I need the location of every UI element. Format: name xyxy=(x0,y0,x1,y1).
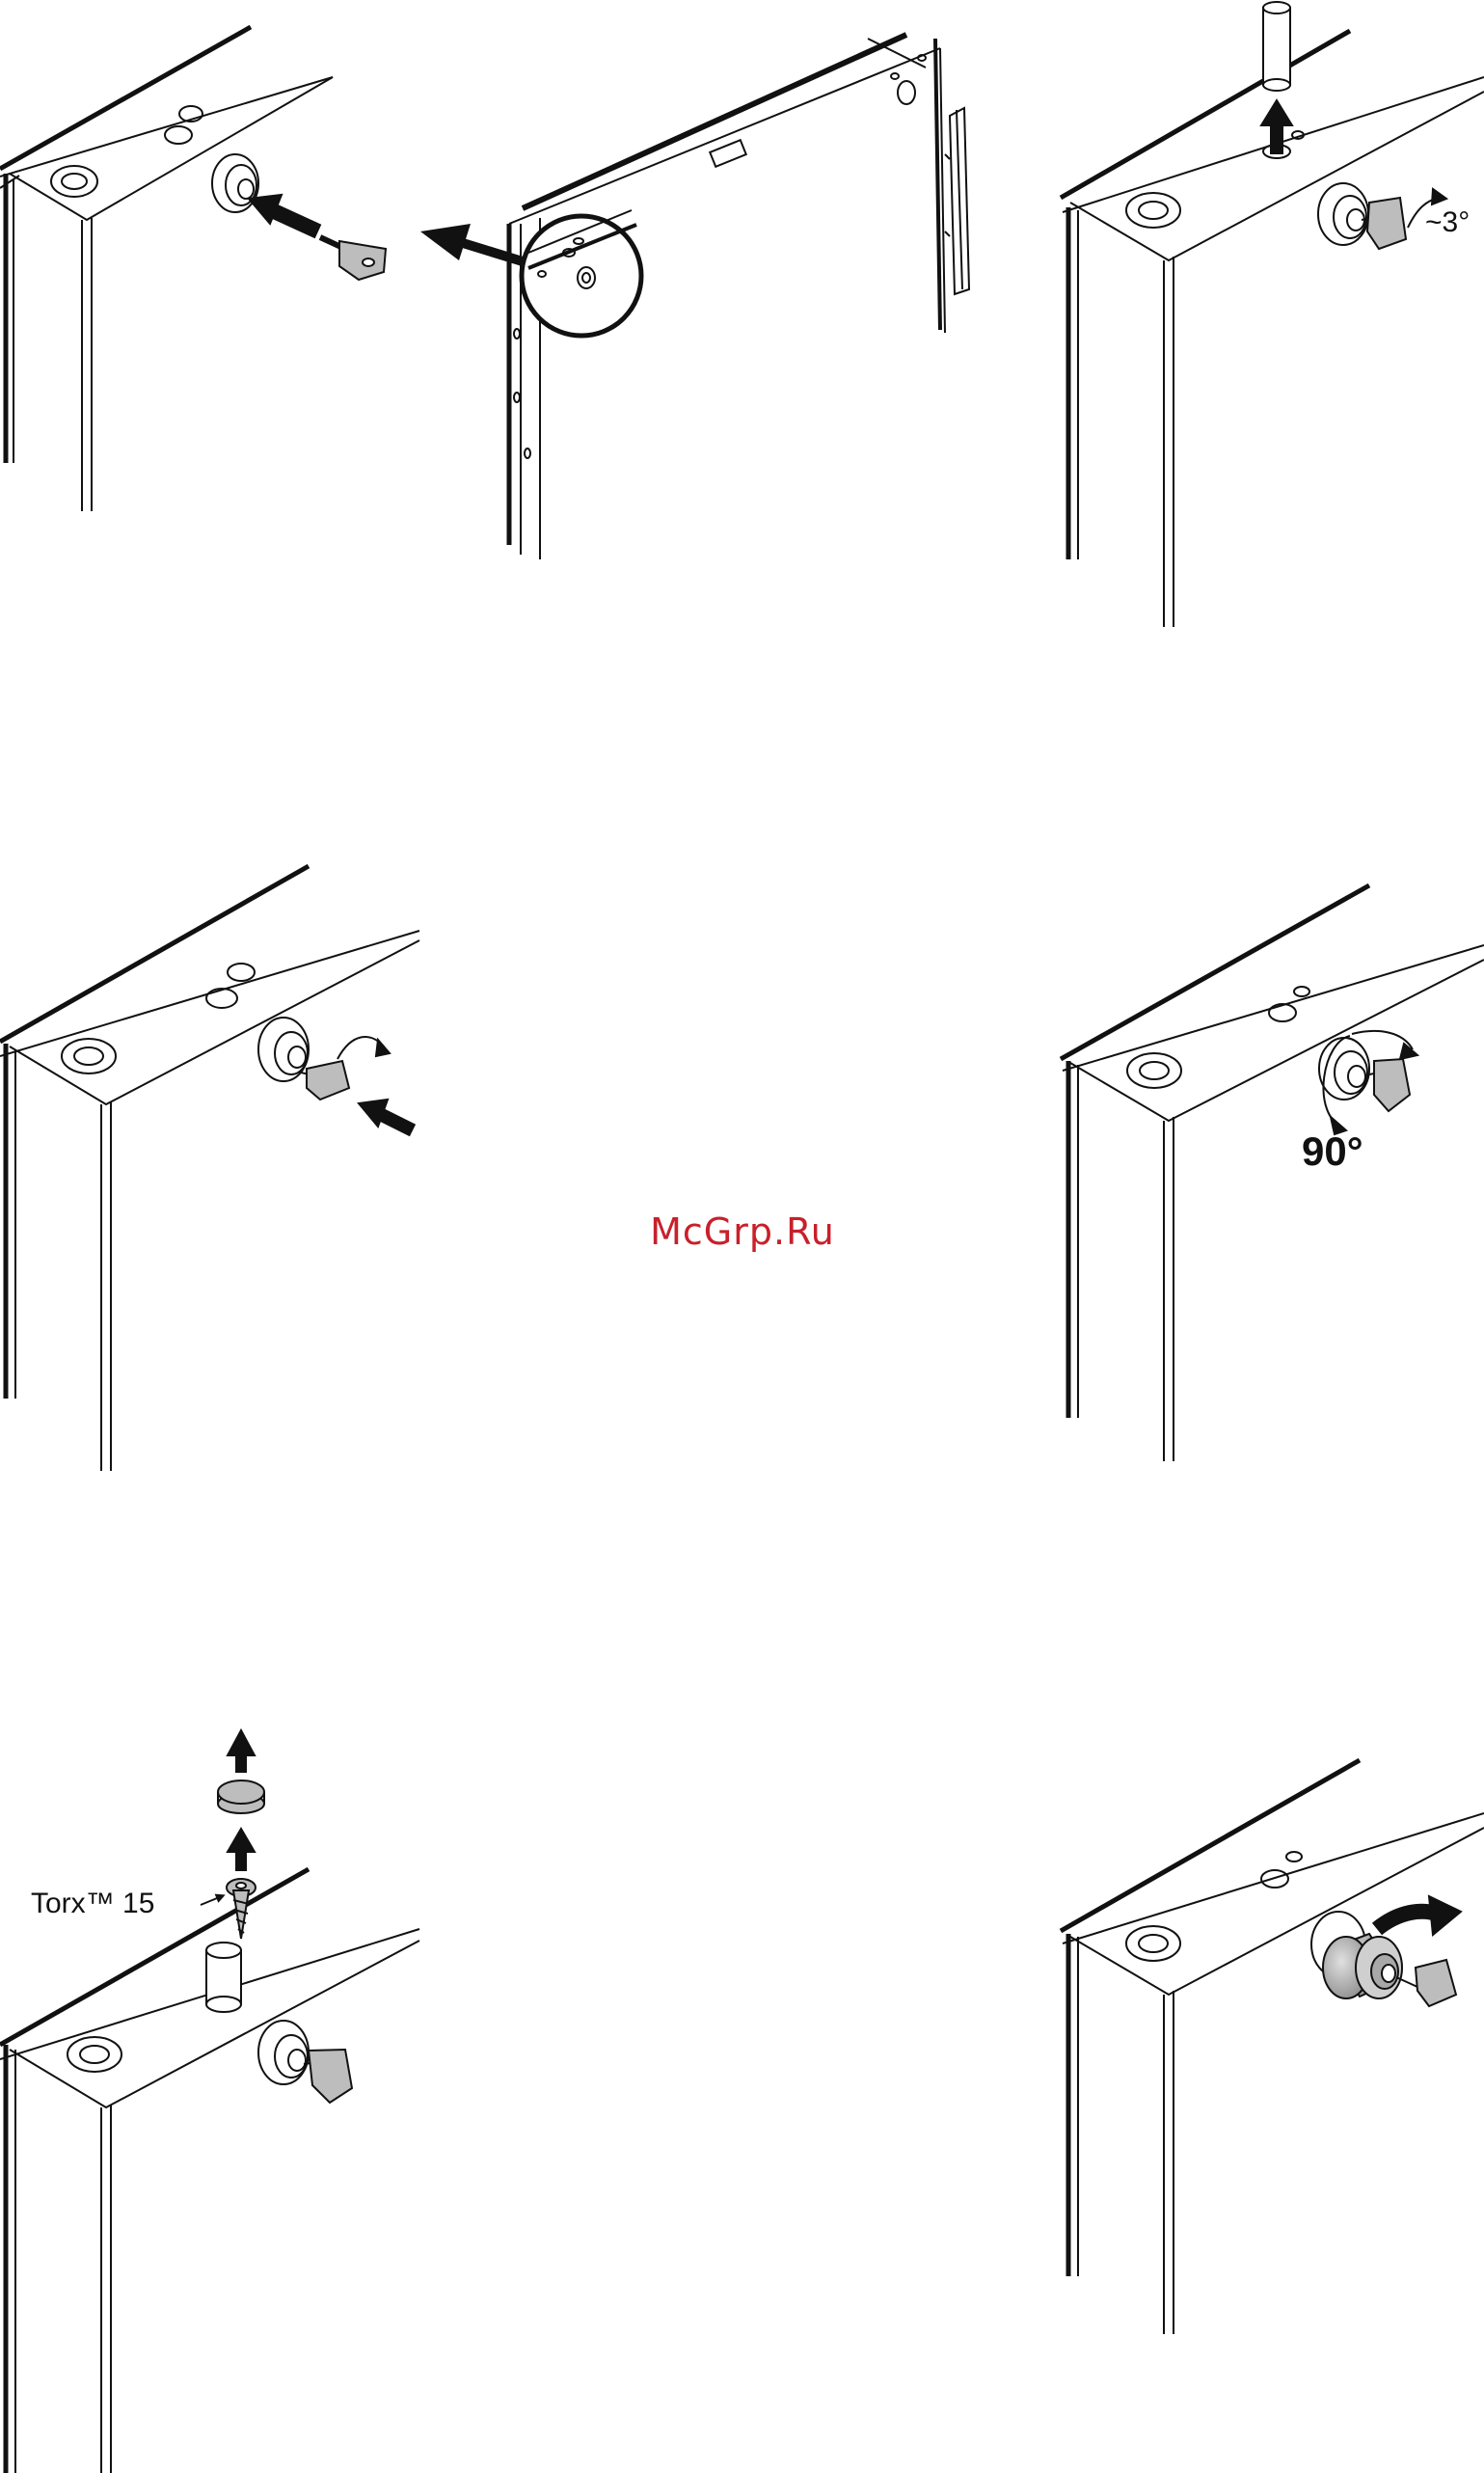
key-icon xyxy=(320,237,386,280)
lock-cylinder-icon xyxy=(258,2021,309,2084)
panel-door-overview xyxy=(509,35,969,559)
mounting-hole xyxy=(1127,1053,1181,1088)
angle-small-label: ~3° xyxy=(1425,206,1470,238)
arrow-icon xyxy=(228,1829,255,1871)
mounting-hole xyxy=(67,2037,121,2072)
key-icon xyxy=(1362,198,1406,249)
mounting-hole xyxy=(62,1039,116,1073)
arrow-icon xyxy=(249,195,318,231)
panel-step-2 xyxy=(1061,2,1484,627)
cap-icon xyxy=(218,1780,264,1813)
panel-step-4 xyxy=(1061,885,1484,1461)
lock-cylinder-icon xyxy=(1318,183,1368,245)
panel-step-6 xyxy=(1061,1760,1484,2334)
mounting-hole xyxy=(1126,1926,1180,1961)
arrow-icon xyxy=(228,1730,255,1773)
angle-large-label: 90° xyxy=(1302,1128,1363,1174)
watermark: McGrp.Ru xyxy=(617,1210,868,1253)
pin-icon xyxy=(1263,2,1290,91)
panel-step-1 xyxy=(0,27,386,511)
panel-step-3 xyxy=(0,866,419,1471)
pin-icon xyxy=(206,1943,241,2012)
screw-spec-label: Torx™ 15 xyxy=(31,1888,154,1919)
mounting-hole xyxy=(1126,193,1180,228)
mounting-hole xyxy=(51,166,97,197)
lock-cylinder-icon xyxy=(212,154,258,212)
key-icon xyxy=(1364,1059,1410,1111)
arrow-icon xyxy=(359,1100,413,1130)
rotation-arrow-icon xyxy=(337,1037,390,1059)
hinge-icon xyxy=(945,108,969,294)
arrow-icon xyxy=(1377,1896,1461,1935)
lock-cylinder-icon xyxy=(1323,1934,1402,1998)
key-icon xyxy=(1396,1960,1456,2006)
key-icon xyxy=(301,1061,349,1100)
screw-icon xyxy=(227,1879,256,1939)
key-icon xyxy=(304,2050,352,2103)
panel-step-5 xyxy=(0,1730,419,2473)
